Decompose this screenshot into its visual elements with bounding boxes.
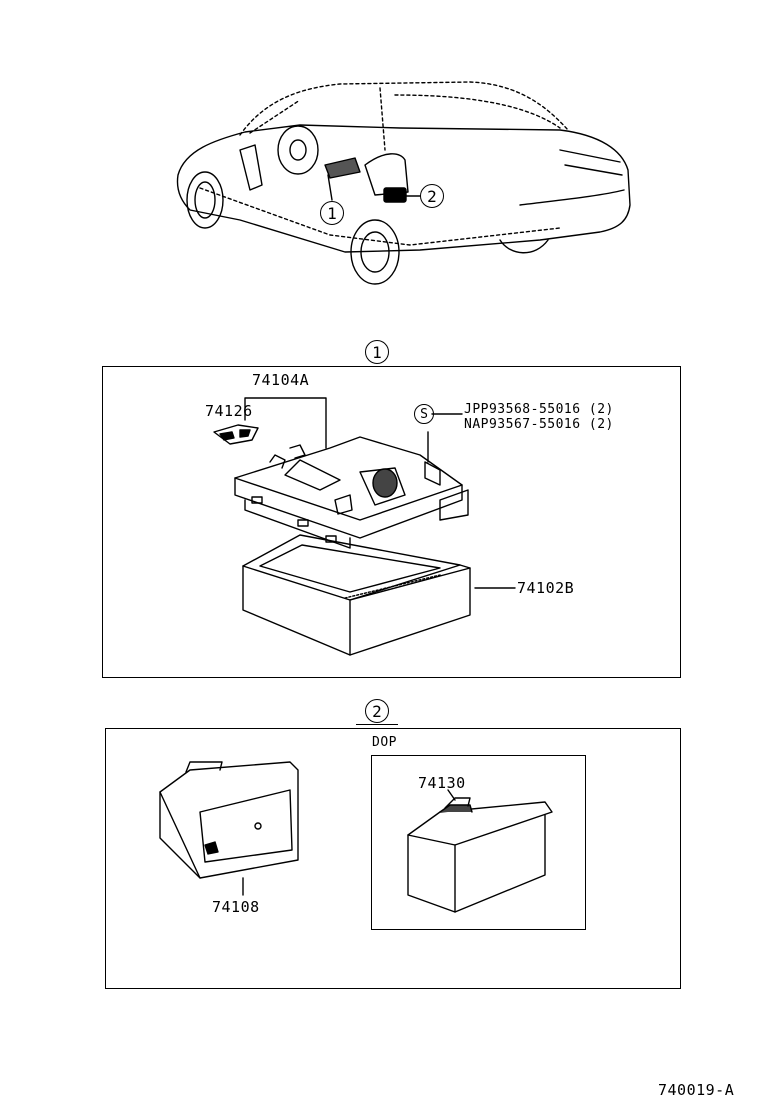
car-overview-drawing	[176, 81, 631, 285]
option-label-dop: DOP	[372, 735, 397, 750]
part-label-74130[interactable]: 74130	[418, 774, 466, 792]
part-label-74104A[interactable]: 74104A	[252, 371, 310, 389]
part-label-74108[interactable]: 74108	[212, 898, 260, 916]
screw-symbol: S	[414, 404, 434, 424]
section-1-drawing	[213, 397, 516, 656]
section-1-number: 1	[365, 340, 389, 364]
section-2-drawing	[159, 761, 553, 913]
figure-id: 740019-A	[658, 1081, 735, 1099]
section-2-underline	[356, 724, 398, 725]
overview-callout-2[interactable]: 2	[420, 184, 444, 208]
option-inner-panel	[371, 755, 586, 930]
section-1-panel	[102, 366, 681, 678]
overview-callout-1[interactable]: 1	[320, 201, 344, 225]
section-2-panel	[105, 728, 681, 989]
screw-part-nap[interactable]: NAP93567-55016 (2)	[464, 417, 614, 432]
part-label-74102B[interactable]: 74102B	[517, 579, 575, 597]
part-label-74126[interactable]: 74126	[205, 402, 253, 420]
section-2-number: 2	[365, 699, 389, 723]
screw-part-jpp[interactable]: JPP93568-55016 (2)	[464, 402, 614, 417]
